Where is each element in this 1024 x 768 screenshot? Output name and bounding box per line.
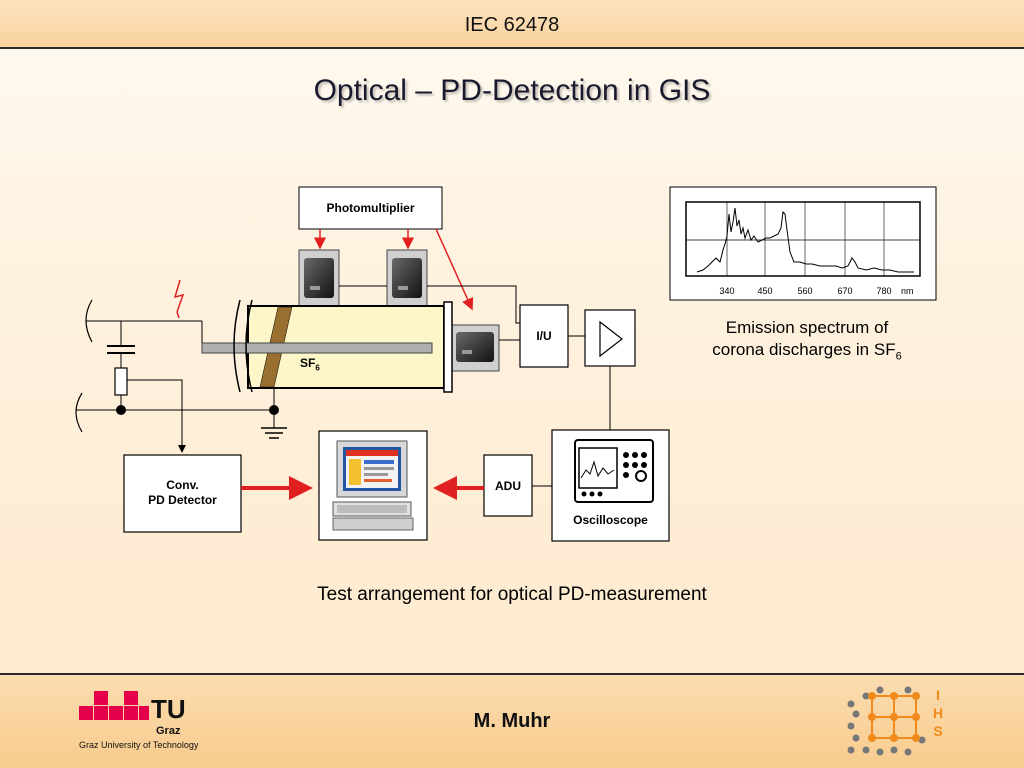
pd-detector-label: Conv. PD Detector: [124, 478, 241, 508]
iu-label: I/U: [536, 329, 552, 343]
sf6-gas-text: SF: [300, 356, 316, 370]
photomultiplier-3: [450, 324, 500, 372]
sf6-chamber-label: SF6: [300, 356, 320, 372]
adu-box: [483, 454, 533, 517]
detector-signal-wire: [127, 379, 186, 453]
photomultiplier-2: [386, 249, 428, 308]
emission-caption-line2: corona discharges in SF6: [672, 339, 942, 367]
discharge-icon: [173, 279, 185, 313]
emission-caption-subscript: 6: [895, 350, 902, 363]
gis-chamber: [201, 299, 453, 393]
pd-detector-label-line2: PD Detector: [148, 493, 217, 507]
iu-converter-box: [519, 304, 569, 368]
photomultiplier-box: [298, 186, 443, 230]
ihs-logo: I H S: [847, 686, 943, 756]
emission-caption-line1: Emission spectrum of: [725, 318, 889, 337]
spectrum-curve: [696, 207, 914, 273]
oscilloscope-icon: [574, 439, 654, 503]
pm-pointer-3: [435, 228, 474, 311]
ihs-letter-s: S: [933, 723, 942, 739]
amplifier-triangle-icon: [599, 320, 623, 358]
oscilloscope-label: Oscilloscope: [573, 513, 648, 527]
tu-university-name: Graz University of Technology: [79, 740, 199, 750]
emission-spectrum-plot: [669, 186, 937, 301]
spectrum-tick-780: 780: [876, 286, 892, 296]
ihs-letter-h: H: [933, 705, 943, 721]
tu-graz-logo: TU Graz: [79, 691, 186, 737]
spectrum-tick-670: 670: [837, 286, 853, 296]
measuring-impedance: [114, 367, 128, 396]
diagram-caption: Test arrangement for optical PD-measurem…: [317, 584, 707, 605]
adu-label: ADU: [495, 479, 521, 493]
tu-logo-text: TU: [151, 694, 186, 724]
photomultiplier-label: Photomultiplier: [326, 201, 415, 215]
header-title: IEC 62478: [464, 14, 560, 36]
spectrum-tick-560: 560: [797, 286, 813, 296]
spectrum-unit: nm: [901, 286, 914, 296]
sf6-gas-subscript: 6: [315, 363, 320, 373]
header-bar: [0, 0, 1024, 49]
ihs-letter-i: I: [936, 687, 940, 703]
author-name: M. Muhr: [473, 710, 551, 732]
pm-signal-wire-2: [427, 285, 522, 324]
slide-title: Optical – PD-Detection in GIS: [313, 74, 711, 107]
pd-detector-label-line1: Conv.: [166, 478, 199, 492]
spectrum-tick-450: 450: [757, 286, 773, 296]
hv-break-bottom: [75, 392, 83, 433]
tu-logo-sub: Graz: [156, 725, 181, 737]
spectrum-tick-340: 340: [719, 286, 735, 296]
pd-detector-box: [123, 454, 242, 533]
emission-caption-text: corona discharges in SF: [712, 340, 896, 359]
photomultiplier-1: [298, 249, 340, 308]
emission-caption: Emission spectrum of corona discharges i…: [672, 317, 942, 367]
computer-icon: [332, 440, 414, 531]
